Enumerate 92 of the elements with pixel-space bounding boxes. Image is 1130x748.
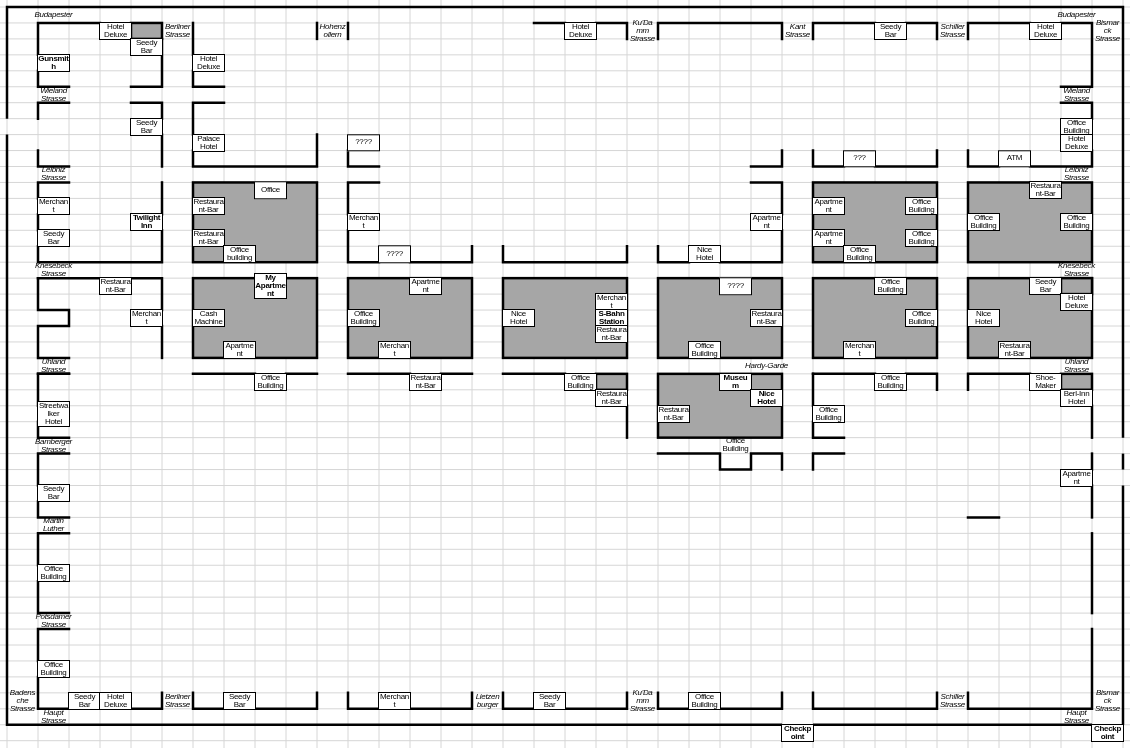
- street-name: Bamberger Strasse: [34, 437, 74, 454]
- street-name: Knesebeck Strasse: [34, 262, 73, 279]
- street-name: Badensche Strasse: [9, 688, 36, 713]
- place-box: Office Building: [905, 309, 938, 327]
- place-box: Seedy Bar: [223, 691, 256, 710]
- place-box: Office Building: [967, 213, 1000, 232]
- place-box: Merchant: [347, 213, 380, 232]
- street-name: Wieland Strasse: [1062, 86, 1092, 103]
- place-box: Merchant: [130, 309, 163, 327]
- street-name: Budapester: [1056, 10, 1096, 19]
- place-box: Seedy Bar: [37, 484, 70, 503]
- place-box: Restaurant-Bar: [192, 197, 225, 216]
- place-box: Checkpoint: [1091, 723, 1124, 742]
- place-box: Hotel Deluxe: [1029, 21, 1062, 40]
- street-name: Hardy-Garde: [745, 361, 788, 370]
- place-box: Hotel Deluxe: [1060, 293, 1093, 312]
- place-box: Hotel Deluxe: [192, 53, 225, 72]
- place-box: Seedy Bar: [37, 229, 70, 248]
- place-box: Office Building: [812, 404, 845, 423]
- street-name: Schiller Strasse: [939, 692, 966, 709]
- place-box: Office Building: [1060, 213, 1093, 232]
- street-name: Martin Luther: [42, 517, 66, 534]
- place-box: Seedy Bar: [533, 691, 566, 710]
- street-name: Hohenzollern: [319, 22, 346, 39]
- place-box: Restaurant-Bar: [750, 309, 783, 327]
- place-box: ATM: [998, 149, 1031, 168]
- place-box: Hotel Deluxe: [99, 21, 132, 40]
- street-name: Potsdamer Strasse: [34, 613, 73, 630]
- place-box: Office Building: [843, 245, 876, 264]
- place-box: My Apartment: [254, 273, 287, 300]
- place-box: Gunsmith: [37, 53, 70, 72]
- street-name: Uhland Strasse: [1063, 357, 1090, 374]
- place-box: Office Building: [905, 229, 938, 248]
- place-box: Seedy Bar: [68, 691, 101, 710]
- street-name: Kant Strasse: [784, 22, 811, 39]
- street-name: Ku'Damm Strasse: [629, 688, 656, 713]
- place-box: Restaurant-Bar: [99, 277, 132, 296]
- place-box: Merchant: [37, 197, 70, 216]
- street-name: Schiller Strasse: [939, 22, 966, 39]
- place-box: Streetwalker Hotel: [37, 400, 70, 427]
- place-box: Office Building: [564, 372, 597, 391]
- street-name: Budapester: [33, 10, 74, 19]
- street-name: Bismarck Strasse: [1094, 688, 1121, 713]
- place-box: Restaurant-Bar: [409, 372, 442, 391]
- place-box: Hotel Deluxe: [99, 691, 132, 710]
- place-box: Apartment: [812, 229, 845, 248]
- place-box: ????: [347, 133, 380, 152]
- place-box: Merchant: [378, 691, 411, 710]
- place-box: Office Building: [37, 564, 70, 583]
- place-box: Cash Machine: [192, 309, 225, 327]
- street-name: Leibniz Strasse: [1063, 166, 1090, 183]
- place-label: Office Building: [719, 436, 752, 455]
- street-name: Ku'Damm Strasse: [629, 18, 656, 43]
- place-box: ????: [719, 277, 752, 295]
- place-box: Apartment: [409, 277, 442, 296]
- street-name: Leibniz Strasse: [40, 166, 67, 183]
- place-box: Office Building: [347, 309, 380, 327]
- place-box: ???: [843, 149, 876, 168]
- street-name: Berliner Strasse: [164, 692, 191, 709]
- place-box: ????: [378, 245, 411, 263]
- place-box: Shoe-Maker: [1029, 372, 1062, 391]
- place-box: Office Building: [874, 277, 907, 296]
- street-name: Wieland Strasse: [39, 86, 69, 103]
- place-box: Apartment: [812, 197, 845, 216]
- place-box: Office: [254, 181, 287, 200]
- place-box: Twilight Inn: [130, 213, 163, 232]
- street-name: Berliner Strasse: [164, 22, 191, 39]
- place-box: Museum: [719, 372, 752, 391]
- place-box: Seedy Bar: [1029, 277, 1062, 296]
- place-box: Hotel Deluxe: [564, 21, 597, 40]
- place-box: Apartment: [1060, 468, 1093, 487]
- place-box: Office Building: [37, 659, 70, 678]
- place-box: Nice Hotel: [688, 245, 721, 264]
- place-box: Office building: [223, 245, 256, 264]
- place-box: Office Building: [905, 197, 938, 216]
- place-box: Apartment: [750, 213, 783, 232]
- street-name: Lietzenburger: [474, 692, 501, 709]
- place-box: Restaurant-Bar: [1029, 181, 1062, 200]
- place-box: Checkpoint: [781, 723, 814, 742]
- street-name: Uhland Strasse: [40, 357, 67, 374]
- place-box: Seedy Bar: [130, 117, 163, 136]
- place-box: Hotel Deluxe: [1060, 133, 1093, 152]
- place-box: Restaurant-Bar: [192, 229, 225, 248]
- place-box: Palace Hotel: [192, 133, 225, 152]
- place-box: Office Building: [688, 691, 721, 710]
- place-box: Nice Hotel: [967, 309, 1000, 327]
- street-name: Bismarck Strasse: [1095, 18, 1121, 43]
- place-box: Office Building: [254, 372, 287, 391]
- place-box: Office Building: [874, 372, 907, 391]
- street-name: Knesebeck Strasse: [1057, 262, 1096, 279]
- place-box: Seedy Bar: [874, 21, 907, 40]
- place-box: Nice Hotel: [502, 309, 535, 327]
